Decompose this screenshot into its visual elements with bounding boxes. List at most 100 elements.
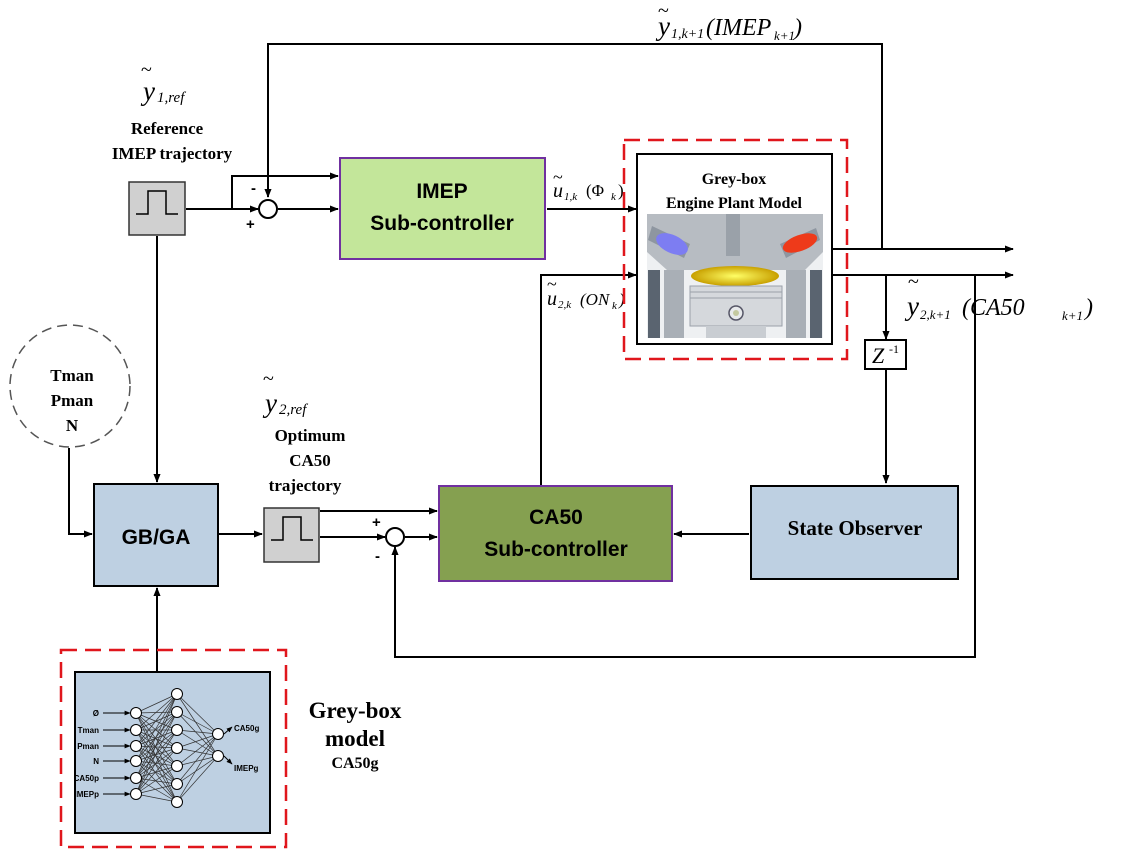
nn-neuron [212, 728, 224, 740]
ca50-ref-label: ~ y 2,ref Optimum CA50 trajectory [262, 368, 345, 495]
output2-sub2: k+1 [1062, 308, 1083, 323]
nn-neuron [130, 740, 142, 752]
nn-link [135, 711, 178, 714]
imep-reference-block [128, 181, 186, 236]
nn-output-label: CA50g [234, 724, 259, 733]
nn-link [135, 793, 178, 803]
nn-link [135, 765, 178, 795]
summer1-plus: + [246, 216, 255, 233]
state-observer-block: State Observer [750, 485, 959, 580]
nn-link [135, 760, 178, 785]
nn-link [135, 693, 178, 795]
greybox-line3: CA50g [331, 755, 378, 772]
nn-neuron [171, 724, 183, 736]
nn-link [176, 733, 219, 749]
imep-controller-line2: Sub-controller [370, 212, 514, 235]
nn-neuron [171, 688, 183, 700]
imep-controller-line1: IMEP [416, 180, 467, 203]
nn-input-label: Tman [78, 726, 99, 735]
nn-neuron [130, 724, 142, 736]
nn-link [135, 729, 178, 785]
ca50-ref-subscript: 2,ref [279, 402, 308, 418]
imep-summing-junction [258, 199, 278, 219]
nn-neuron [130, 772, 142, 784]
op-n: N [66, 416, 79, 435]
output1-close: ) [792, 15, 802, 41]
step-waveform-icon [136, 190, 178, 215]
u2-sub2: k [612, 300, 618, 312]
nn-link [135, 693, 178, 779]
nn-neuron [130, 788, 142, 800]
nn-link [135, 777, 178, 803]
delay-sup: -1 [889, 342, 899, 356]
u1-close: ) [618, 181, 624, 200]
nn-link [135, 711, 178, 747]
imep-sub-controller: IMEP Sub-controller [339, 157, 546, 260]
nn-link [135, 693, 178, 747]
nn-input-label: IMEPp [75, 790, 100, 799]
svg-text:~: ~ [658, 0, 669, 22]
nn-link [176, 711, 219, 757]
gbga-optimizer-block: GB/GA [93, 483, 219, 587]
nn-neuron [171, 760, 183, 772]
nn-link [135, 760, 178, 767]
nn-link [135, 760, 178, 803]
greybox-line2: model [325, 726, 385, 751]
engine-title-1: Grey-box [702, 171, 767, 188]
engine-dashed-frame [622, 138, 849, 361]
nn-link [135, 711, 178, 779]
nn-link [135, 747, 178, 795]
imep-feedback-wire [264, 43, 883, 249]
engine-plant-model: Grey-box Engine Plant Model [636, 153, 833, 345]
nn-output-label: IMEPg [234, 764, 259, 773]
u2-subscript: 2,k [558, 299, 572, 311]
wires [68, 43, 1014, 671]
u1-label: ~ u 1,k (Φ k ) [553, 167, 624, 203]
output1-subscript: 1,k+1 [671, 27, 704, 42]
nn-link [135, 729, 178, 795]
engine-title-2: Engine Plant Model [666, 195, 803, 212]
ca50-sub-controller: CA50 Sub-controller [438, 485, 673, 582]
nn-link [135, 711, 178, 795]
output1-symbol: y [655, 11, 670, 41]
nn-link [176, 747, 219, 757]
ca50-feedback-wire [391, 275, 976, 658]
nn-link [176, 755, 219, 785]
nn-neuron [130, 755, 142, 767]
imep-ref-label: y ~ 1,ref Reference IMEP trajectory [112, 59, 233, 163]
nn-connections [103, 693, 233, 803]
u1-text: (Φ [586, 181, 604, 200]
nn-link [176, 733, 219, 767]
nn-link [135, 693, 178, 762]
imep-ref-subscript: 1,ref [157, 90, 186, 106]
nn-input-label: Pman [77, 742, 99, 751]
output2-text: (CA50 [962, 295, 1025, 321]
output2-close: ) [1083, 295, 1093, 321]
ca50-ref-title-3: trajectory [269, 476, 342, 495]
gbga-label: GB/GA [122, 526, 191, 549]
nn-link [135, 693, 178, 714]
nn-link [135, 712, 178, 785]
imep-ref-title-1: Reference [131, 119, 204, 138]
nn-neuron [171, 742, 183, 754]
u2-symbol: u [547, 288, 557, 310]
delay-symbol: Z [872, 343, 885, 368]
nn-link [176, 733, 219, 803]
nn-link [135, 693, 178, 731]
nn-link [135, 777, 178, 785]
greybox-line1: Grey-box [309, 698, 402, 723]
output2-subscript: 2,k+1 [920, 307, 951, 322]
nn-input-label: N [93, 757, 99, 766]
nn-link [135, 712, 178, 749]
summer1-minus: - [251, 180, 256, 197]
op-tman: Tman [50, 366, 94, 385]
u1-symbol: u [553, 180, 563, 202]
step-waveform-icon [271, 516, 313, 541]
imep-ref-bypass-wire [231, 172, 339, 209]
nn-neuron [171, 706, 183, 718]
observer-label: State Observer [788, 516, 923, 540]
ca50-controller-line1: CA50 [529, 506, 583, 529]
imep-ref-title-2: IMEP trajectory [112, 144, 233, 163]
unit-delay-block: Z -1 [864, 339, 907, 370]
svg-text:~: ~ [263, 368, 274, 390]
